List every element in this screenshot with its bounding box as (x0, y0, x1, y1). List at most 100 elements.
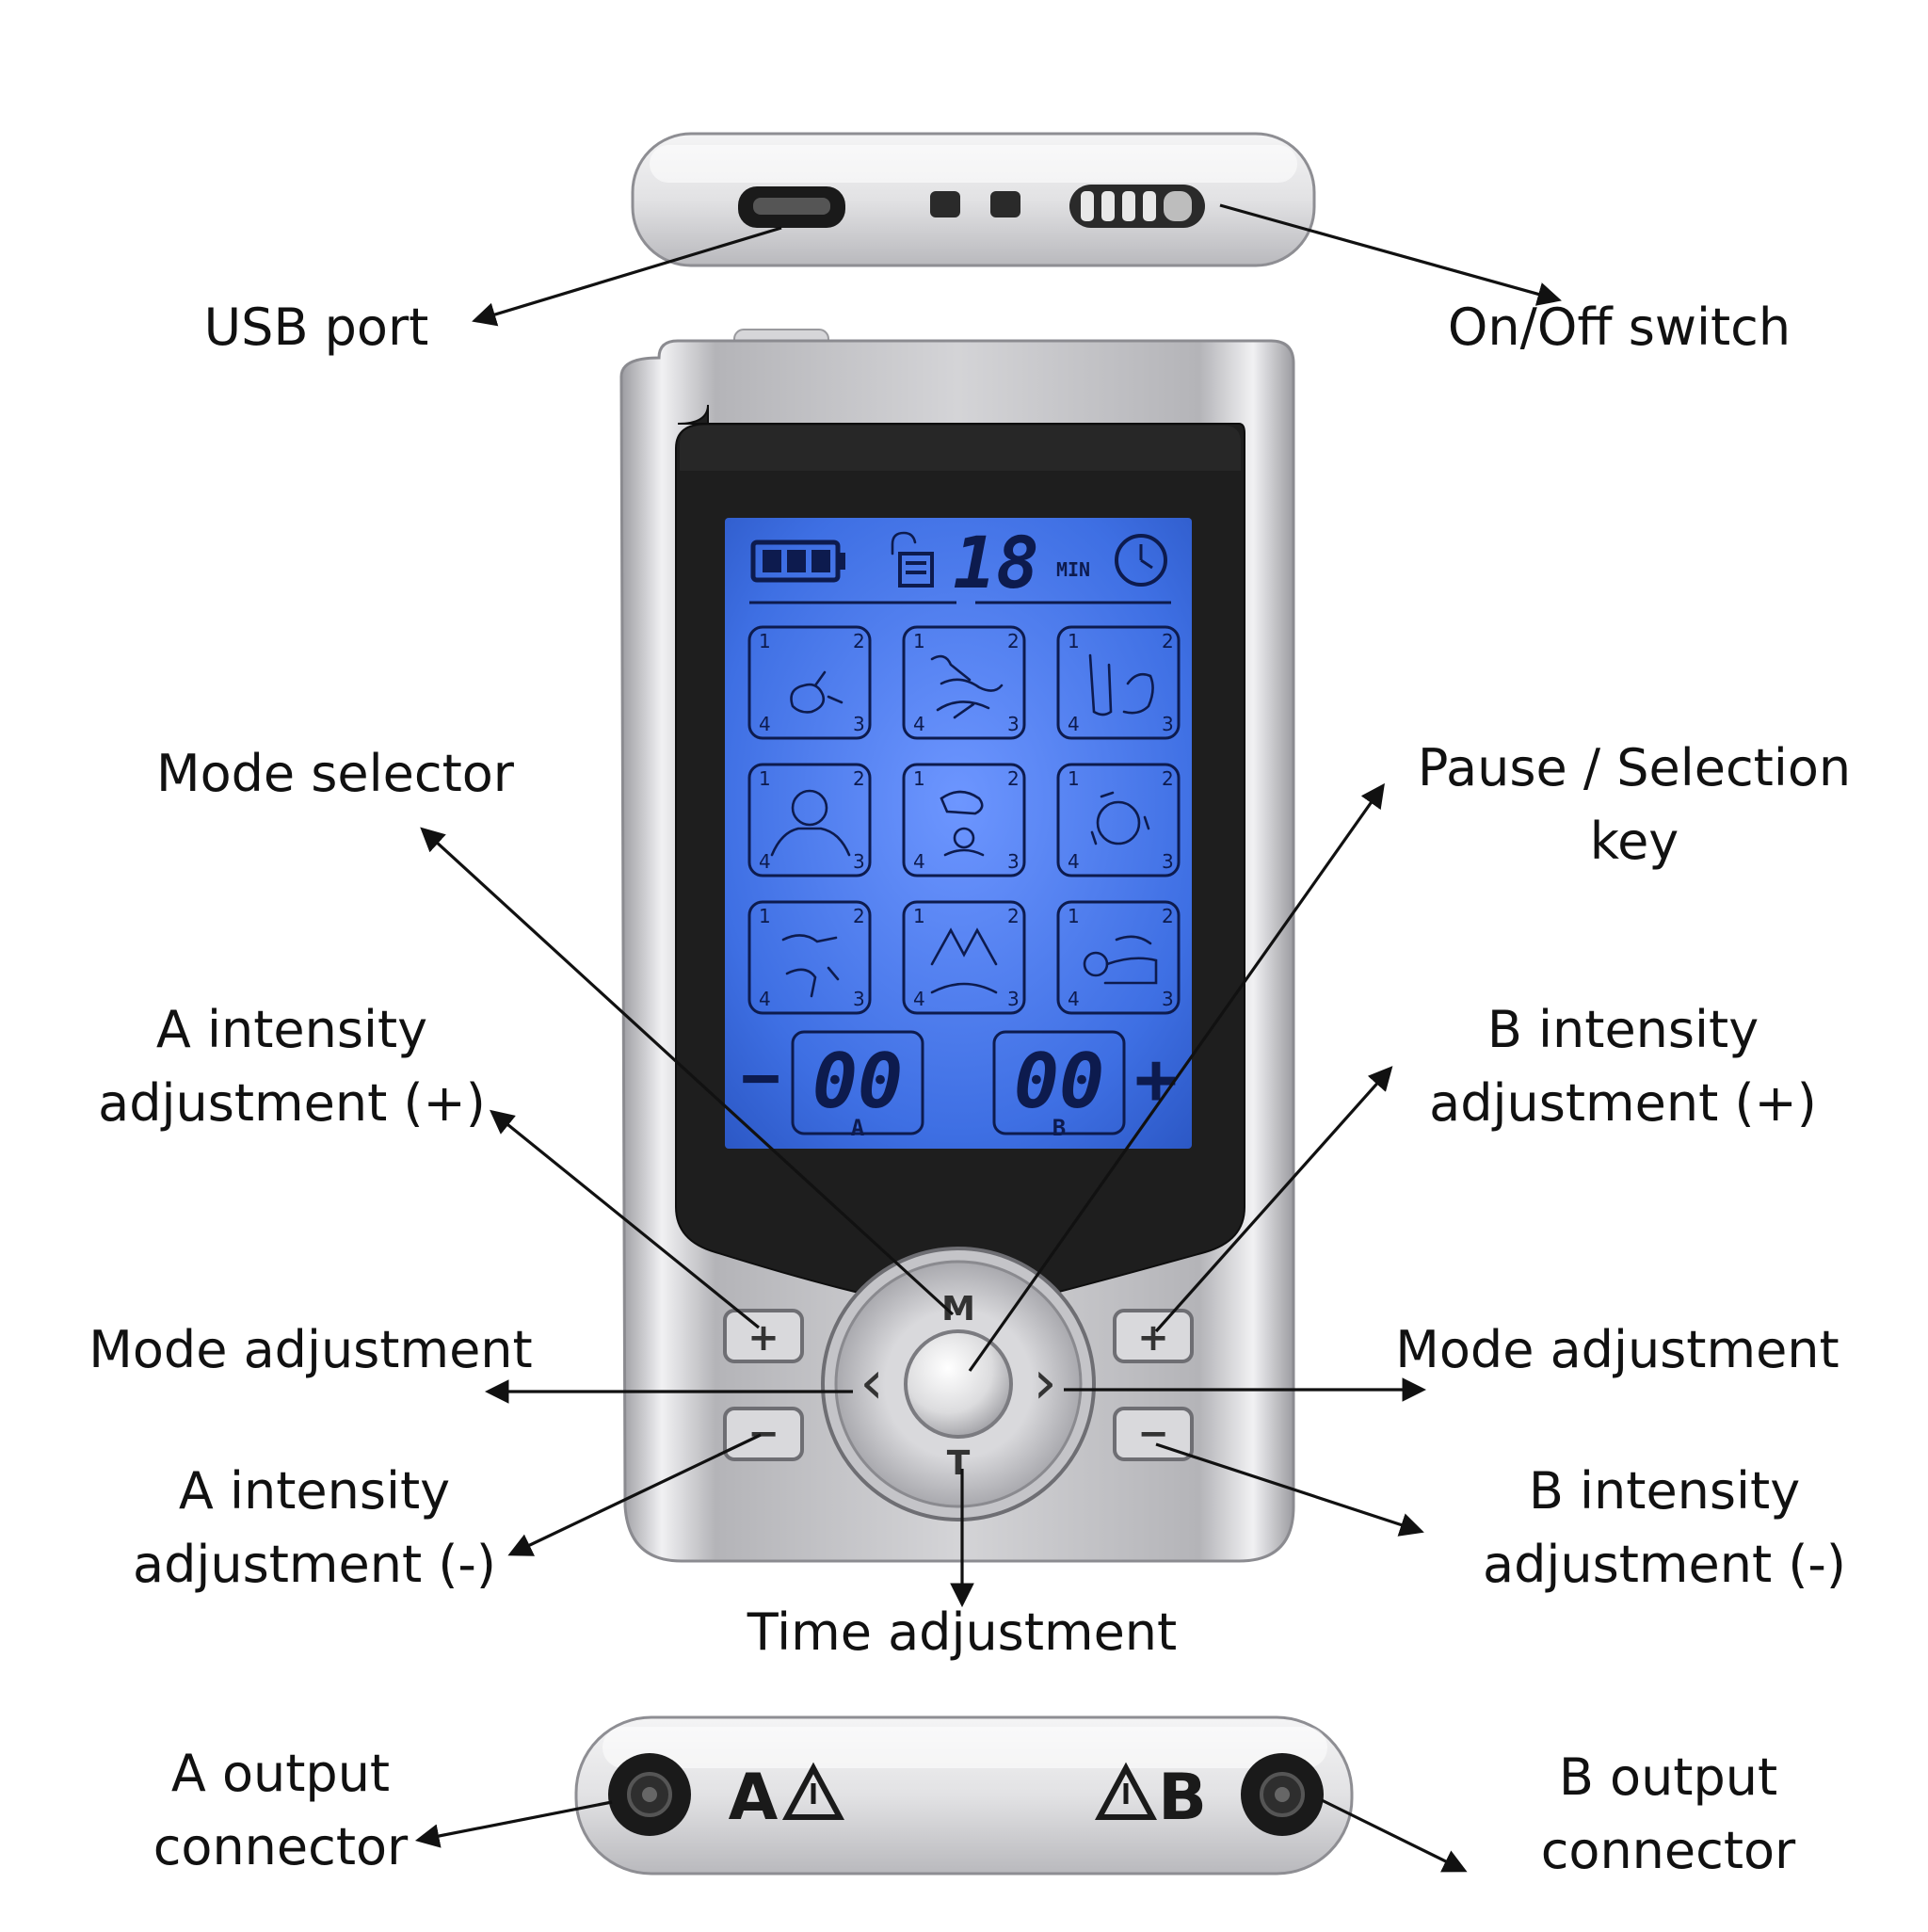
pause-selection-button[interactable] (904, 1329, 1013, 1439)
bottom-label-a: A (729, 1761, 779, 1835)
control-panel: + − + − M T ‹ › (723, 1247, 1194, 1521)
svg-text:4: 4 (759, 988, 771, 1010)
label-a-output-line2: connector (153, 1817, 409, 1876)
label-usb-port: USB port (204, 298, 429, 357)
mode-tile: 1 2 3 4 (1056, 900, 1181, 1015)
label-mode-adjustment-left: Mode adjustment (88, 1320, 532, 1379)
mode-left-key[interactable]: ‹ (860, 1348, 884, 1418)
channel-b-display: 00 B (992, 1030, 1126, 1141)
power-switch-icon (1069, 185, 1205, 228)
mode-tile: 1 2 3 4 (747, 763, 872, 877)
leader-lines (414, 203, 1562, 1873)
svg-text:2: 2 (1007, 905, 1020, 927)
lcd-timer-unit: MIN (1056, 558, 1090, 581)
label-b-intensity-minus-line1: B intensity (1529, 1461, 1800, 1521)
svg-text:2: 2 (1162, 905, 1174, 927)
channel-a-value: 00 (812, 1038, 903, 1125)
svg-text:4: 4 (1068, 988, 1080, 1010)
svg-text:2: 2 (1162, 767, 1174, 790)
output-jack-a-icon (608, 1753, 691, 1836)
svg-text:2: 2 (1007, 767, 1020, 790)
label-a-intensity-minus-line1: A intensity (179, 1461, 450, 1521)
channel-a-letter: A (851, 1115, 865, 1141)
svg-text:2: 2 (1007, 630, 1020, 652)
svg-text:−: − (1137, 1412, 1169, 1456)
mode-tile: 1 2 3 4 (1056, 625, 1181, 740)
output-jack-b-icon (1241, 1753, 1324, 1836)
svg-text:4: 4 (1068, 850, 1080, 873)
svg-text:−: − (747, 1412, 779, 1456)
mode-tile: 1 2 3 4 (747, 625, 872, 740)
channel-b-letter: B (1052, 1115, 1066, 1141)
label-b-output-line2: connector (1541, 1821, 1796, 1880)
svg-text:1: 1 (913, 630, 925, 652)
svg-text:4: 4 (1068, 713, 1080, 735)
b-intensity-plus-button[interactable]: + (1113, 1309, 1194, 1363)
svg-text:1: 1 (1068, 905, 1080, 927)
top-edge-view (631, 132, 1316, 267)
svg-text:1: 1 (759, 630, 771, 652)
svg-text:3: 3 (1162, 988, 1174, 1010)
channel-b-value: 00 (1014, 1038, 1104, 1125)
label-pause-selection-line2: key (1590, 812, 1679, 871)
lcd-timer: 18 (953, 521, 1039, 604)
svg-text:1: 1 (759, 767, 771, 790)
svg-text:3: 3 (1007, 713, 1020, 735)
svg-text:3: 3 (1162, 850, 1174, 873)
warning-triangle-a-icon (781, 1762, 845, 1820)
navigation-dial[interactable]: M T ‹ › (821, 1247, 1096, 1521)
svg-text:1: 1 (913, 767, 925, 790)
label-a-output-line1: A output (171, 1744, 390, 1803)
label-mode-selector: Mode selector (156, 744, 515, 803)
warning-triangle-b-icon (1094, 1762, 1158, 1820)
callout-labels: USB port On/Off switch Mode selector Pau… (88, 298, 1851, 1880)
label-b-output-line1: B output (1559, 1747, 1777, 1807)
label-mode-adjustment-right: Mode adjustment (1395, 1320, 1839, 1379)
svg-text:3: 3 (1007, 850, 1020, 873)
clock-icon (1115, 534, 1167, 587)
label-b-intensity-plus-line1: B intensity (1487, 1000, 1759, 1059)
label-b-intensity-plus-line2: adjustment (+) (1429, 1073, 1817, 1133)
mode-right-key[interactable]: › (1033, 1348, 1057, 1418)
mode-tile: 1 2 3 4 (902, 763, 1026, 877)
battery-icon (750, 539, 845, 583)
svg-text:4: 4 (913, 988, 925, 1010)
svg-text:4: 4 (759, 850, 771, 873)
lcd-screen: 18 MIN 1 2 3 4 1 2 3 4 (725, 518, 1192, 1149)
bottom-edge-view: A B (574, 1715, 1354, 1876)
indicator-lights-icon (930, 191, 1020, 217)
svg-text:3: 3 (853, 713, 865, 735)
bottom-label-b: B (1158, 1761, 1207, 1835)
svg-text:4: 4 (913, 713, 925, 735)
svg-text:3: 3 (853, 850, 865, 873)
svg-text:1: 1 (913, 905, 925, 927)
svg-text:2: 2 (853, 630, 865, 652)
label-b-intensity-minus-line2: adjustment (-) (1483, 1535, 1846, 1594)
channel-a-display: 00 A (791, 1030, 924, 1141)
label-a-intensity-plus-line1: A intensity (156, 1000, 427, 1059)
lcd-minus-sign: − (741, 1038, 780, 1116)
b-intensity-minus-button[interactable]: − (1113, 1407, 1194, 1461)
svg-text:4: 4 (759, 713, 771, 735)
svg-text:2: 2 (853, 767, 865, 790)
label-on-off-switch: On/Off switch (1448, 298, 1791, 357)
svg-text:1: 1 (1068, 630, 1080, 652)
label-pause-selection-line1: Pause / Selection (1418, 738, 1851, 797)
svg-text:1: 1 (1068, 767, 1080, 790)
mode-tile: 1 2 3 4 (1056, 763, 1181, 877)
a-intensity-minus-button[interactable]: − (723, 1407, 804, 1461)
svg-text:3: 3 (1007, 988, 1020, 1010)
a-intensity-plus-button[interactable]: + (723, 1309, 804, 1363)
label-time-adjustment: Time adjustment (747, 1602, 1177, 1662)
mode-tiles-grid: 1 2 3 4 1 2 3 4 1 2 3 4 (747, 625, 1181, 1015)
mode-tile: 1 2 3 4 (902, 900, 1026, 1015)
mode-tile: 1 2 3 4 (902, 625, 1026, 740)
unlock-icon (891, 531, 934, 588)
usb-port-icon (738, 186, 845, 228)
mode-tile: 1 2 3 4 (747, 900, 872, 1015)
time-key-letter[interactable]: T (947, 1444, 971, 1483)
svg-text:4: 4 (913, 850, 925, 873)
svg-text:2: 2 (853, 905, 865, 927)
label-a-intensity-minus-line2: adjustment (-) (133, 1535, 496, 1594)
